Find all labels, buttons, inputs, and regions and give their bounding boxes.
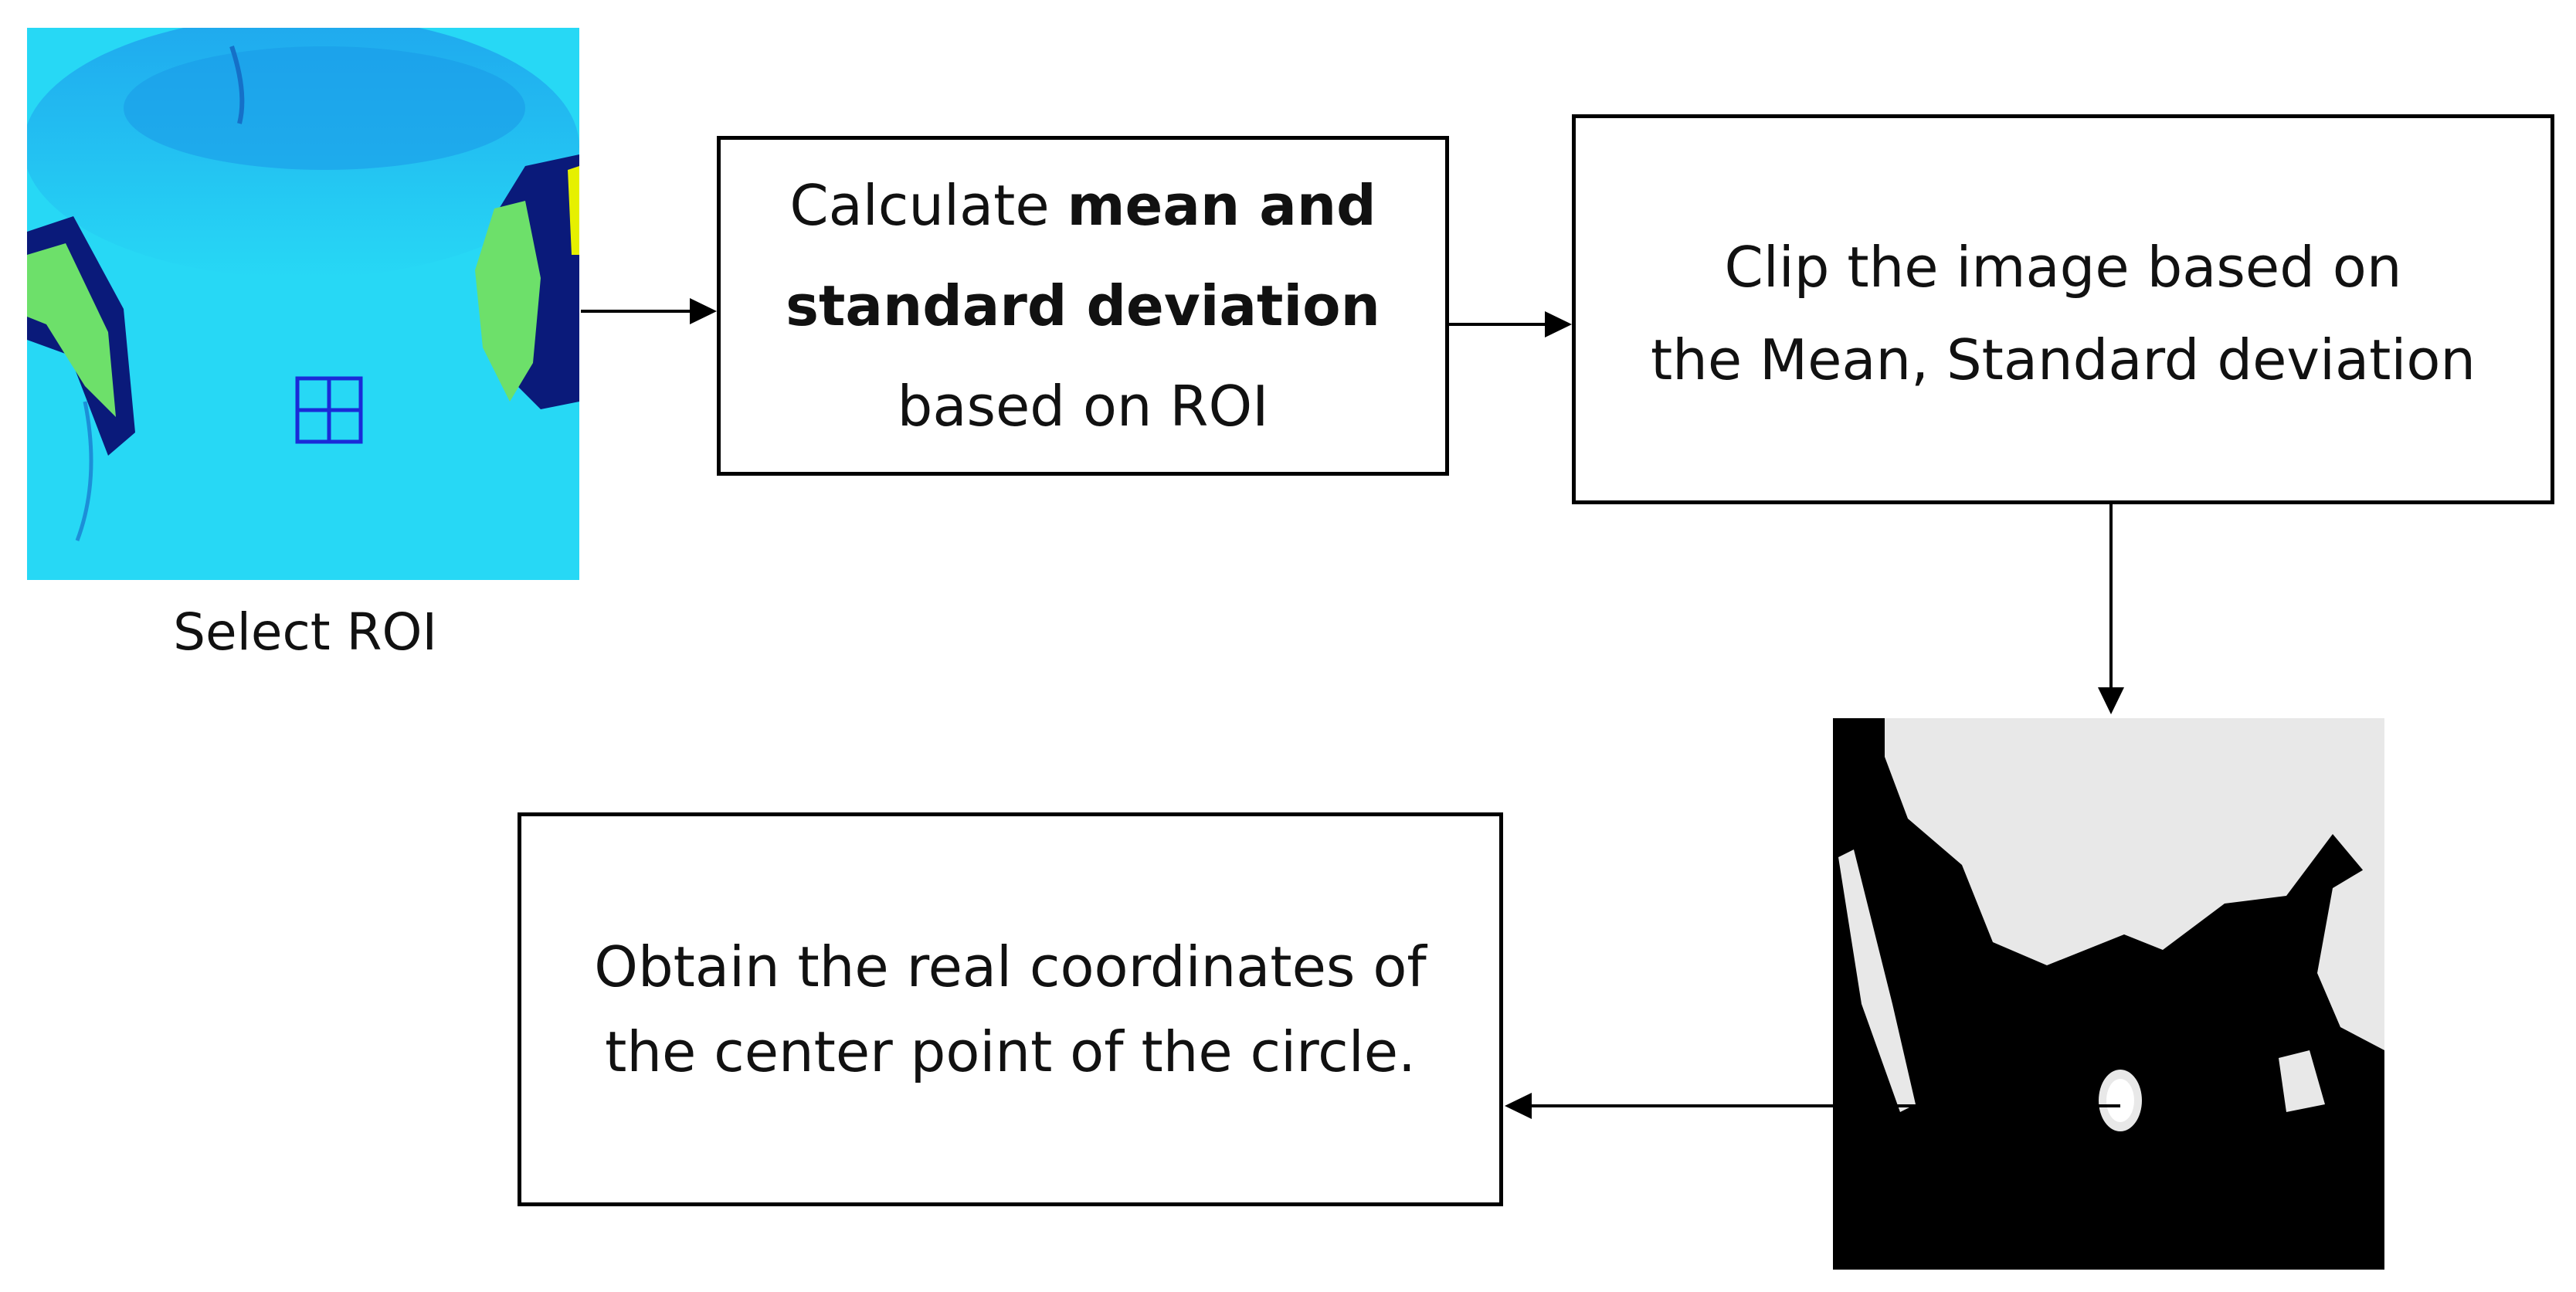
clip-line-1: Clip the image based on [1724,234,2402,300]
calc-line-3: based on ROI [897,374,1269,439]
roi-grid-marker [295,376,363,444]
clip-line-2: the Mean, Standard deviation [1650,327,2476,392]
obtain-line-1: Obtain the real coordinates of [594,934,1427,999]
obtain-coordinates-box: Obtain the real coordinates of the cente… [518,812,1503,1206]
calc-line-2: standard deviation [786,273,1380,338]
clip-image-box: Clip the image based on the Mean, Standa… [1572,114,2554,504]
calculate-mean-std-box: Calculate mean and standard deviation ba… [717,136,1449,476]
calc-line-1: Calculate mean and [789,173,1376,238]
obtain-line-2: the center point of the circle. [605,1019,1416,1084]
select-roi-caption: Select ROI [173,602,437,662]
